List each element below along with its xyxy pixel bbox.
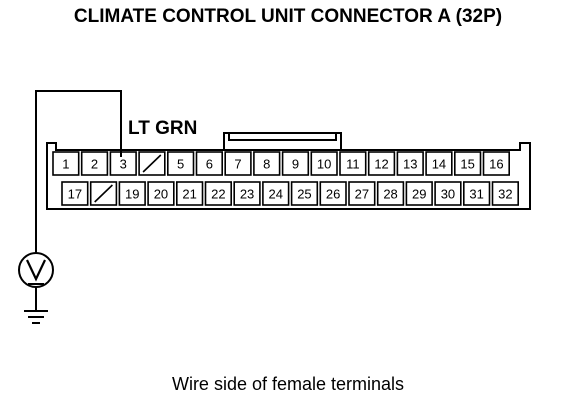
terminal-cell: 26 — [319, 181, 347, 206]
terminal-number: 27 — [355, 187, 369, 202]
terminal-cell: 19 — [118, 181, 146, 206]
terminal-number: 24 — [269, 187, 283, 202]
terminal-cell: 13 — [396, 151, 424, 176]
terminal-cell: 16 — [482, 151, 511, 176]
terminal-cell: 5 — [167, 151, 195, 176]
terminal-number: 5 — [177, 157, 184, 172]
terminal-number: 32 — [498, 187, 512, 202]
probe-wire — [35, 90, 122, 253]
terminal-cell: 6 — [195, 151, 224, 176]
terminal-number: 29 — [412, 187, 426, 202]
terminal-cell: 15 — [453, 151, 482, 176]
terminal-number: 1 — [62, 157, 69, 172]
diagram-title: CLIMATE CONTROL UNIT CONNECTOR A (32P) — [73, 6, 503, 27]
terminal-number: 2 — [91, 157, 98, 172]
terminal-cell: 24 — [262, 181, 290, 206]
terminal-number: 14 — [432, 157, 446, 172]
terminal-row-bottom: 17 19 20 21 22 23 24 25 26 27 28 29 30 31 32 — [61, 181, 520, 206]
terminal-cell: 17 — [61, 181, 89, 206]
empty-terminal — [138, 151, 166, 176]
terminal-number: 19 — [125, 187, 139, 202]
terminal-number: 22 — [211, 187, 225, 202]
terminal-cell: 20 — [147, 181, 175, 206]
terminal-cell: 30 — [434, 181, 462, 206]
terminal-cell: 2 — [80, 151, 109, 176]
terminal-number: 8 — [263, 157, 270, 172]
terminal-cell: 32 — [491, 181, 520, 206]
terminal-number: 11 — [346, 157, 360, 172]
connector-lock-tab — [223, 132, 342, 150]
terminal-cell: 3 — [109, 151, 137, 176]
terminal-number: 7 — [234, 157, 241, 172]
terminal-number: 23 — [240, 187, 254, 202]
ground-icon — [24, 310, 48, 324]
wire-color-label: LT GRN — [128, 118, 198, 139]
terminal-cell: 29 — [405, 181, 433, 206]
terminal-cell: 23 — [233, 181, 261, 206]
terminal-cell: 9 — [281, 151, 310, 176]
terminal-number: 21 — [182, 187, 196, 202]
terminal-cell: 21 — [176, 181, 204, 206]
terminal-cell: 14 — [425, 151, 453, 176]
terminal-number: 10 — [317, 157, 331, 172]
empty-terminal — [89, 181, 118, 206]
terminal-cell: 25 — [290, 181, 319, 206]
voltmeter-icon — [18, 252, 54, 288]
terminal-number: 17 — [68, 187, 82, 202]
terminal-cell: 7 — [224, 151, 252, 176]
terminal-cell: 31 — [462, 181, 491, 206]
terminal-number: 31 — [469, 187, 483, 202]
terminal-number: 28 — [383, 187, 397, 202]
terminal-cell: 1 — [52, 151, 80, 176]
terminal-number: 13 — [403, 157, 417, 172]
terminal-cell: 10 — [310, 151, 338, 176]
terminal-number: 3 — [120, 157, 127, 172]
terminal-number: 16 — [489, 157, 503, 172]
terminal-number: 25 — [297, 187, 311, 202]
terminal-cell: 27 — [348, 181, 376, 206]
terminal-number: 30 — [441, 187, 455, 202]
terminal-number: 15 — [460, 157, 474, 172]
diagram-caption: Wire side of female terminals — [171, 374, 405, 394]
terminal-number: 12 — [374, 157, 388, 172]
terminal-number: 6 — [206, 157, 213, 172]
terminal-number: 9 — [292, 157, 299, 172]
terminal-number: 20 — [154, 187, 168, 202]
terminal-cell: 11 — [339, 151, 367, 176]
terminal-number: 26 — [326, 187, 340, 202]
terminal-cell: 28 — [376, 181, 405, 206]
terminal-cell: 12 — [367, 151, 396, 176]
terminal-cell: 22 — [204, 181, 233, 206]
connector-housing — [46, 142, 531, 210]
terminal-cell: 8 — [253, 151, 281, 176]
